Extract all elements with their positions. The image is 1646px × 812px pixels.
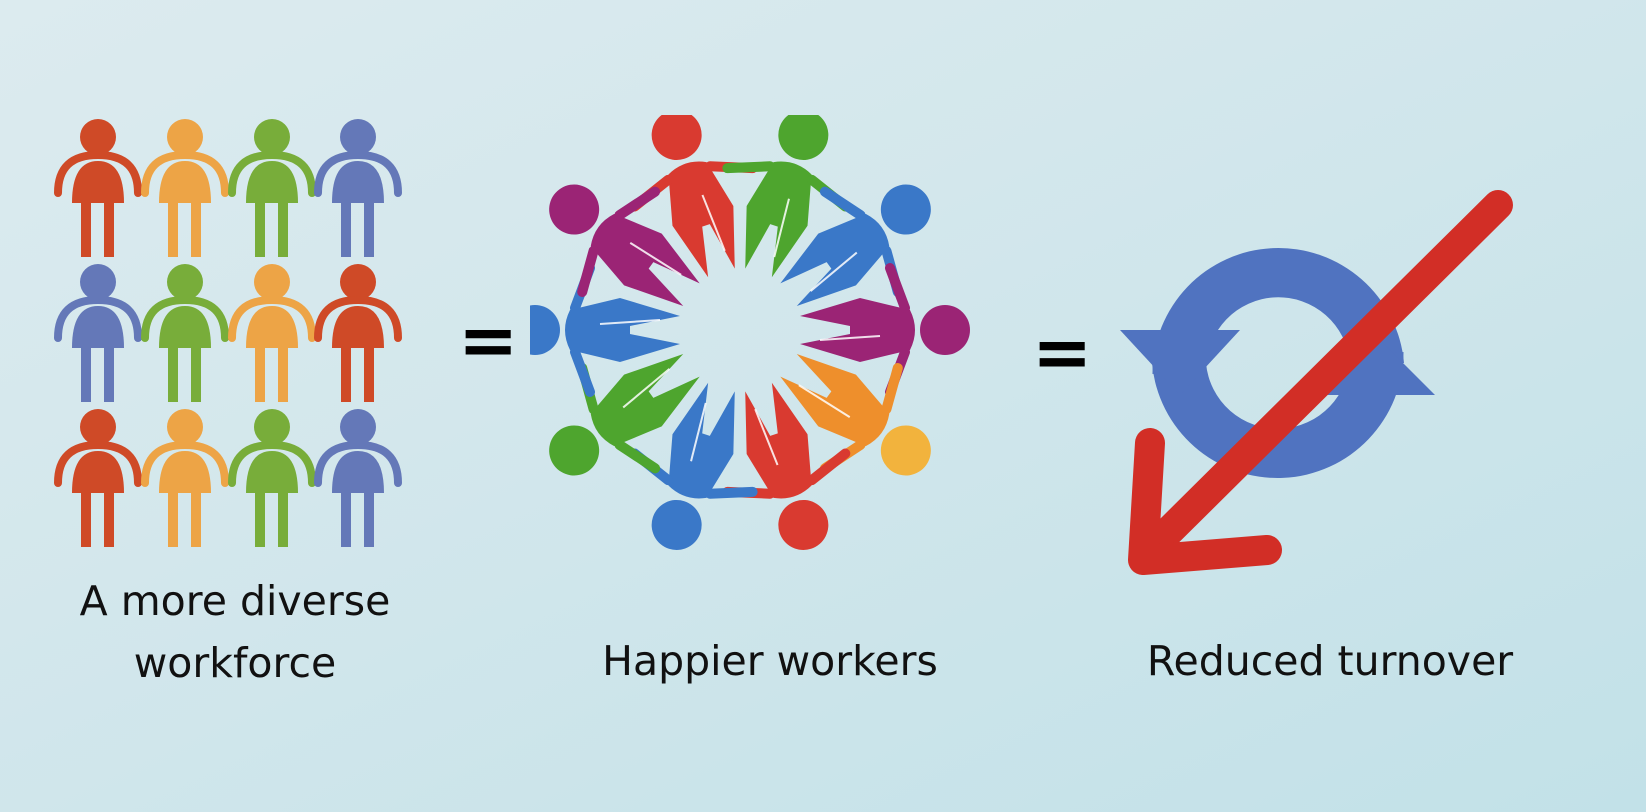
workforce-caption-line2: workforce — [133, 639, 337, 687]
person-icon — [141, 119, 229, 257]
person-icon — [54, 409, 142, 547]
ring-person-icon — [722, 382, 851, 550]
equals-sign-1: = — [458, 298, 519, 382]
person-icon — [228, 264, 316, 402]
refresh-arrows-icon — [1120, 190, 1513, 575]
happy-panel — [530, 115, 1010, 595]
refresh-arc-bottom — [1152, 352, 1404, 479]
equals-sign-2: = — [1032, 310, 1093, 394]
person-icon — [314, 409, 402, 547]
refresh-arrowhead-left — [1120, 330, 1240, 395]
down-left-arrow-icon — [1128, 190, 1513, 575]
refresh-arc-top — [1152, 247, 1404, 374]
person-icon — [314, 119, 402, 257]
turnover-caption: Reduced turnover — [1146, 637, 1514, 685]
person-icon — [141, 264, 229, 402]
people-circle-icon — [530, 115, 970, 550]
ring-person-icon — [530, 263, 680, 397]
person-icon — [54, 119, 142, 257]
person-icon — [228, 119, 316, 257]
people-grid-icon — [54, 119, 402, 547]
person-icon — [54, 264, 142, 402]
person-icon — [141, 409, 229, 547]
workforce-caption-line1: A more diverse — [79, 577, 391, 625]
person-icon — [314, 264, 402, 402]
ring-person-icon — [780, 353, 931, 476]
ring-person-icon — [549, 184, 700, 307]
workforce-caption: A more diverse workforce — [30, 570, 440, 694]
ring-person-icon — [629, 115, 758, 278]
person-icon — [228, 409, 316, 547]
turnover-panel — [1110, 175, 1550, 595]
happy-caption: Happier workers — [602, 637, 938, 685]
workforce-panel — [50, 115, 420, 565]
